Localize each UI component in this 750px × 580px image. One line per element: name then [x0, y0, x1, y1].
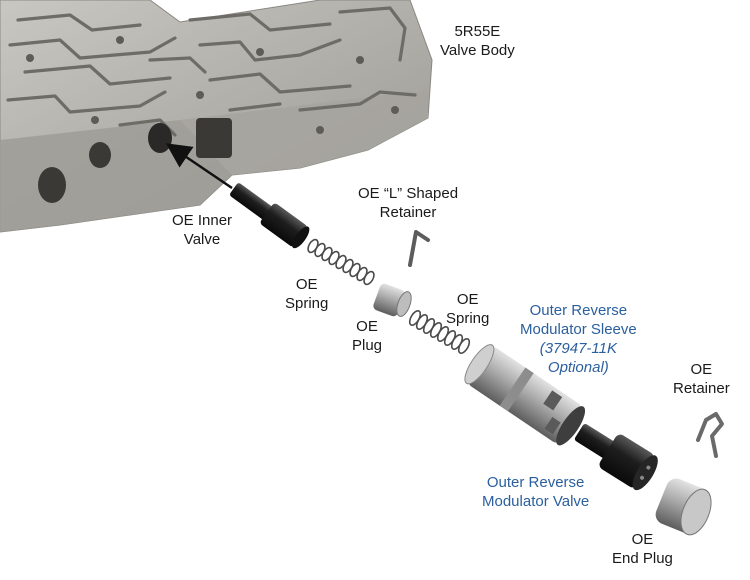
label-plug: OE Plug	[352, 318, 383, 354]
label-spring-2: OE Spring	[446, 291, 490, 327]
label-end-plug: OE End Plug	[612, 531, 673, 567]
label-l-shaped-retainer: OE “L” Shaped Retainer	[358, 185, 459, 221]
label-modulator-sleeve: Outer Reverse Modulator Sleeve (37947-11…	[520, 302, 637, 376]
insertion-arrow	[165, 143, 233, 190]
inner-valve-part	[230, 183, 310, 249]
modulator-valve-part	[574, 424, 658, 491]
end-plug-part	[655, 478, 712, 536]
label-inner-valve: OE Inner Valve	[172, 212, 233, 248]
valve-body-bores	[38, 118, 232, 203]
label-valve-body: 5R55E Valve Body	[440, 23, 515, 59]
sleeve-part	[464, 344, 586, 446]
valve-body-right-face	[180, 90, 428, 175]
retainer-part	[696, 412, 724, 458]
label-retainer: OE Retainer	[673, 361, 730, 397]
spring-1-part	[307, 238, 375, 286]
plug-part	[373, 283, 412, 317]
valve-body-holes	[26, 36, 399, 134]
l-retainer-part	[408, 230, 430, 267]
spring-2-part	[408, 309, 471, 355]
label-modulator-valve: Outer Reverse Modulator Valve	[482, 474, 590, 510]
label-spring-1: OE Spring	[285, 276, 329, 312]
valve-body-channels	[6, 6, 417, 137]
